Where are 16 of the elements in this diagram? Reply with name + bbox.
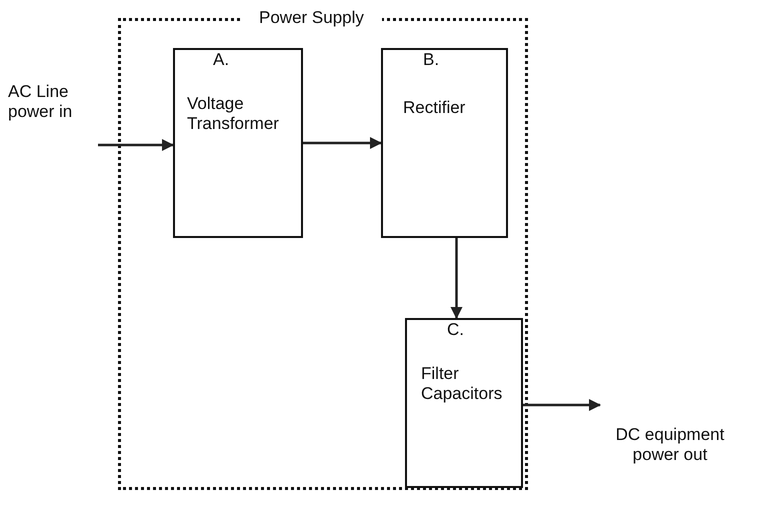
box-letter: A. xyxy=(213,50,230,70)
io-label-text: AC Line power in xyxy=(8,82,74,122)
arrow xyxy=(303,137,382,149)
process-box xyxy=(381,48,508,238)
arrow xyxy=(523,399,601,411)
box-letter: C. xyxy=(447,320,464,340)
box-title: Voltage Transformer xyxy=(187,94,280,134)
box-letter: B. xyxy=(423,50,440,70)
process-box xyxy=(173,48,303,238)
arrow xyxy=(98,139,174,151)
process-box xyxy=(405,318,523,488)
box-title: Filter Capacitors xyxy=(421,364,504,404)
box-title: Rectifier xyxy=(403,98,466,118)
io-label-text: DC equipment power out xyxy=(614,425,726,465)
group-title: Power Supply xyxy=(241,8,382,28)
arrow xyxy=(450,238,462,319)
